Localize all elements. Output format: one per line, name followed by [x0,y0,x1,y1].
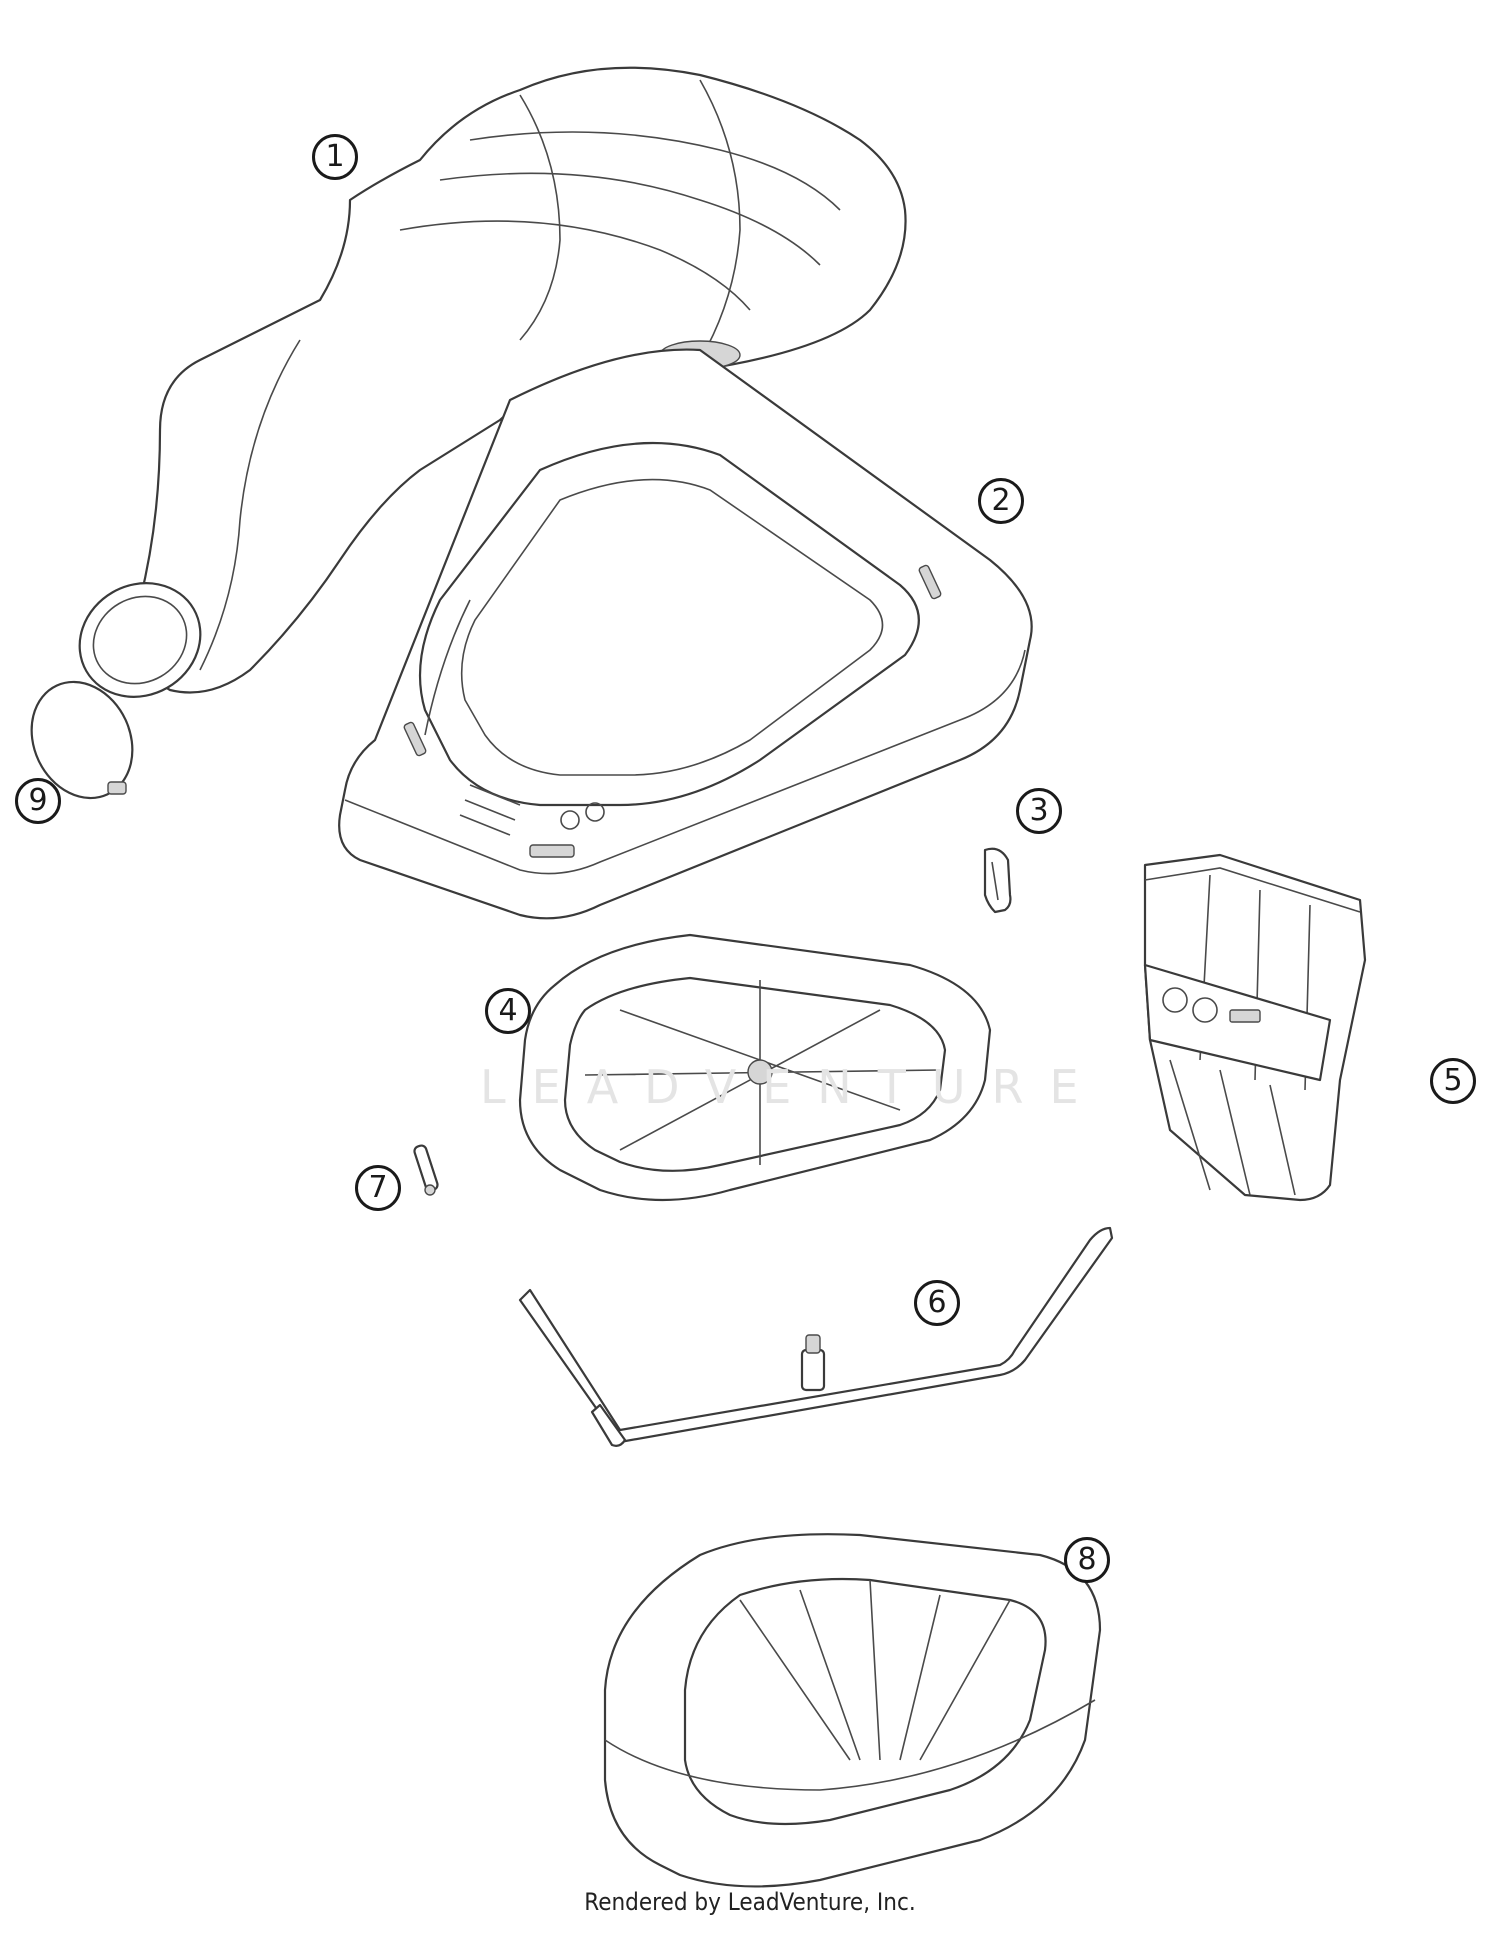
callout-9: 9 [15,778,61,824]
callout-1: 1 [312,134,358,180]
part-4-filter-cage [518,933,992,1202]
watermark-text: LEADVENTURE [480,1060,1105,1114]
part-8-air-filter [603,1533,1102,1888]
part-6-support-rod [518,1226,1114,1447]
part-9-hose-clamp [30,680,134,800]
callout-3: 3 [1016,788,1062,834]
part-2-filter-box-lid [338,348,1033,920]
part-5-intake-duct [1143,853,1367,1202]
callout-7: 7 [355,1165,401,1211]
part-3-clip [983,847,1012,914]
callout-2: 2 [978,478,1024,524]
callout-6: 6 [914,1280,960,1326]
callout-4: 4 [485,988,531,1034]
part-7-pin [413,1144,439,1196]
callout-8: 8 [1064,1537,1110,1583]
callout-5: 5 [1430,1058,1476,1104]
footer-credit: Rendered by LeadVenture, Inc. [584,1888,916,1916]
